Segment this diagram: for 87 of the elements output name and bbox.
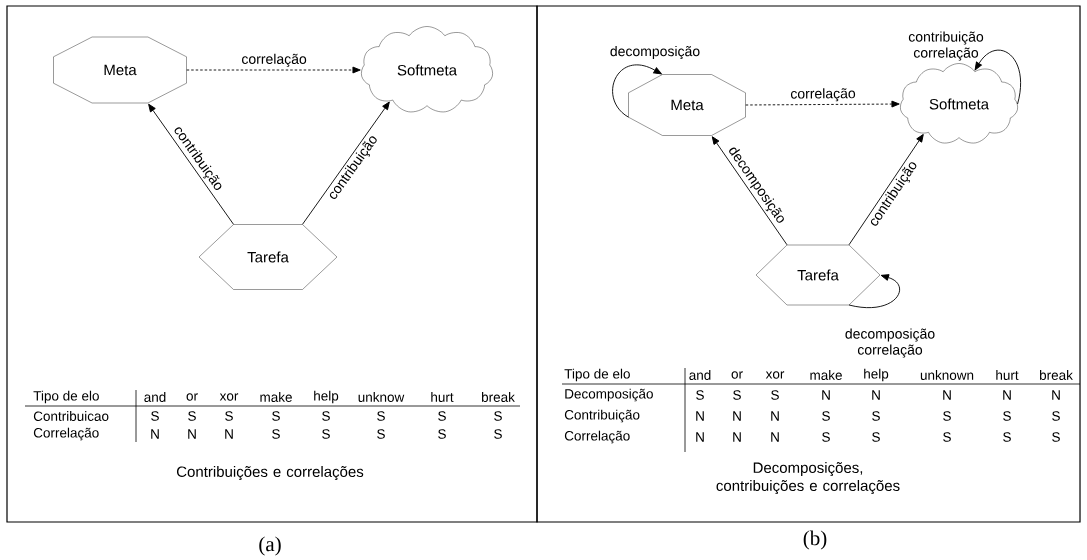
table-cell: S bbox=[188, 411, 196, 421]
softgoal-cloud: Softmeta bbox=[900, 63, 1018, 144]
table-cell: S bbox=[438, 429, 446, 439]
table-cell: S bbox=[943, 411, 951, 421]
table-cell: S bbox=[822, 411, 830, 421]
arrow bbox=[148, 103, 234, 225]
edge-label: correlação bbox=[790, 88, 856, 102]
subfigure-label: (a) bbox=[259, 536, 281, 556]
column-header: and bbox=[144, 392, 166, 402]
table-cell: N bbox=[151, 429, 159, 439]
column-header: break bbox=[1040, 370, 1073, 380]
self-loop-arrow bbox=[974, 49, 1022, 105]
subfigure-label: (b) bbox=[803, 530, 827, 550]
table-cell: S bbox=[1052, 411, 1060, 421]
row-label: Decomposição bbox=[565, 388, 653, 402]
column-header: make bbox=[260, 392, 292, 402]
arrow bbox=[186, 66, 361, 74]
row-label: Contribuição bbox=[564, 409, 640, 423]
softgoal-cloud: Softmeta bbox=[361, 26, 493, 113]
self-loop-arrow bbox=[612, 64, 662, 118]
column-header: or bbox=[186, 393, 198, 401]
table-cell: S bbox=[322, 429, 330, 439]
column-header: and bbox=[689, 370, 711, 380]
column-header: Tipo de elo bbox=[33, 390, 99, 404]
task-hexagon: Tarefa bbox=[198, 224, 338, 290]
arrow bbox=[711, 136, 788, 246]
self-loop-arrow bbox=[848, 274, 901, 309]
edge-label: contribuição correlação bbox=[908, 31, 984, 61]
column-header: unknow bbox=[358, 392, 405, 402]
edge-label: decomposição correlação bbox=[845, 328, 935, 358]
table-cell: S bbox=[225, 411, 233, 421]
table-cell: S bbox=[377, 411, 385, 421]
column-header: hurt bbox=[996, 370, 1019, 380]
table-cell: N bbox=[696, 411, 704, 421]
table-cell: S bbox=[822, 432, 830, 442]
table-cell: S bbox=[272, 429, 280, 439]
column-header: Tipo de elo bbox=[564, 368, 630, 382]
table-cell: S bbox=[438, 411, 446, 421]
table-cell: S bbox=[1052, 432, 1060, 442]
table-cell: N bbox=[1003, 390, 1011, 400]
table-cell: S bbox=[733, 390, 741, 400]
panel-caption: Contribuições e correlações bbox=[177, 466, 364, 481]
column-header: unknown bbox=[920, 370, 974, 380]
table-cell: N bbox=[872, 390, 880, 400]
table-cell: N bbox=[696, 432, 704, 442]
column-header: xor bbox=[219, 393, 239, 401]
table-cell: S bbox=[1003, 432, 1011, 442]
table-cell: S bbox=[872, 411, 880, 421]
edge-label: correlação bbox=[242, 53, 307, 67]
table-cell: S bbox=[151, 411, 159, 421]
table-cell: N bbox=[771, 411, 779, 421]
panel-caption: Decomposições, contribuições e correlações bbox=[716, 462, 900, 495]
column-header: help bbox=[864, 368, 889, 382]
column-header: break bbox=[482, 392, 515, 402]
table-cell: N bbox=[1052, 390, 1060, 400]
goal-octagon: Meta bbox=[53, 36, 187, 104]
arrow bbox=[302, 101, 390, 225]
table-cell: N bbox=[225, 429, 233, 439]
column-header: make bbox=[810, 370, 842, 380]
table-cell: N bbox=[822, 390, 830, 400]
table-cell: N bbox=[943, 390, 951, 400]
row-label: Correlação bbox=[564, 430, 630, 444]
row-label: Correlação bbox=[33, 427, 99, 441]
column-header: help bbox=[314, 390, 339, 404]
table-cell: N bbox=[733, 411, 741, 421]
table-cell: S bbox=[494, 429, 502, 439]
column-header: hurt bbox=[431, 392, 454, 402]
table-cell: N bbox=[733, 432, 741, 442]
table-cell: S bbox=[272, 411, 280, 421]
table-cell: S bbox=[1003, 411, 1011, 421]
goal-octagon: Meta bbox=[628, 74, 746, 136]
column-header: xor bbox=[765, 371, 785, 379]
arrow bbox=[745, 100, 900, 108]
column-header: or bbox=[731, 371, 743, 379]
row-label: Contribuicao bbox=[33, 411, 109, 421]
task-hexagon: Tarefa bbox=[755, 244, 881, 306]
table-cell: S bbox=[377, 429, 385, 439]
table-cell: S bbox=[771, 390, 779, 400]
table-cell: N bbox=[771, 432, 779, 442]
edge-label: decomposição bbox=[610, 45, 700, 60]
table-cell: N bbox=[188, 429, 196, 439]
table-cell: S bbox=[322, 411, 330, 421]
table-cell: S bbox=[943, 432, 951, 442]
table-cell: S bbox=[872, 432, 880, 442]
table-cell: S bbox=[494, 411, 502, 421]
table-cell: S bbox=[696, 390, 704, 400]
arrow bbox=[848, 134, 924, 246]
